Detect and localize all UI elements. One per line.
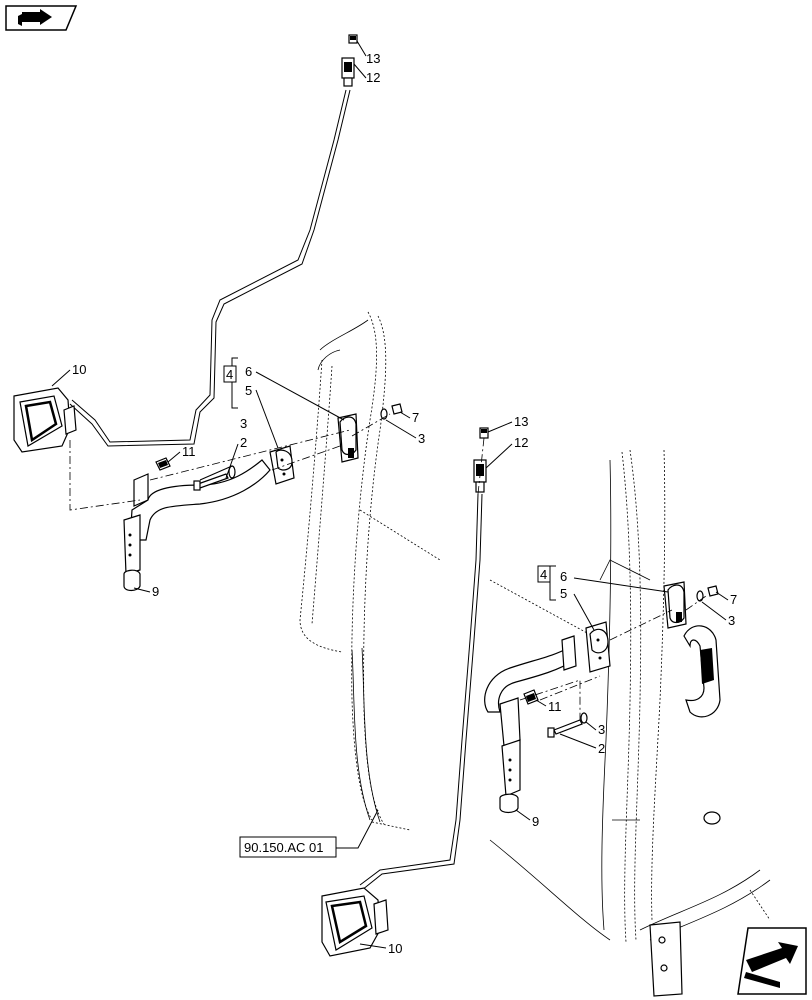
clamp-6-left: [337, 413, 359, 463]
previous-page-icon[interactable]: [5, 5, 78, 31]
callout-3-lower-right: 3: [728, 613, 735, 628]
callout-7-lower: 7: [730, 592, 737, 607]
callout-12-lower: 12: [514, 435, 528, 450]
callout-11-upper: 11: [182, 444, 196, 459]
reference-label: 90.150.AC 01: [244, 840, 324, 855]
callout-3-upper-left: 3: [240, 416, 247, 431]
wire-harness-right: [359, 493, 483, 891]
callout-13-upper: 13: [366, 51, 380, 66]
grab-handle-right: [683, 625, 721, 718]
callout-2-lower: 2: [598, 741, 605, 756]
callout-3-upper-right: 3: [418, 431, 425, 446]
clamp-5-right: [585, 621, 611, 673]
callout-3-lower-left: 3: [598, 722, 605, 737]
callout-6-upper: 6: [245, 364, 252, 379]
callout-5-upper: 5: [245, 383, 252, 398]
connector-13-lower: [479, 427, 489, 439]
mount-arm-right: [484, 635, 577, 814]
callout-5-lower: 5: [560, 586, 567, 601]
work-lamp-left: [13, 387, 77, 453]
callout-4-upper: 4: [226, 367, 233, 382]
next-page-icon[interactable]: [737, 927, 807, 995]
callout-labels: 13 12 10 4 6 5 7 3 3 2 11 9 13 12 4 6 5 …: [72, 51, 737, 956]
callout-10-lower: 10: [388, 941, 402, 956]
callout-6-lower: 6: [560, 569, 567, 584]
callout-12-upper: 12: [366, 70, 380, 85]
callout-9-upper: 9: [152, 584, 159, 599]
callout-10-upper: 10: [72, 362, 86, 377]
callout-7-upper: 7: [412, 410, 419, 425]
connector-13-upper: [348, 34, 358, 44]
nut-11-left: [155, 457, 171, 471]
bolt-2-left: [193, 465, 236, 491]
callout-4-lower: 4: [540, 567, 547, 582]
clamp-6-right: [663, 581, 687, 629]
reference-link[interactable]: 90.150.AC 01: [239, 836, 337, 858]
callout-leaders: [51, 40, 729, 949]
nut-11-right: [523, 689, 539, 705]
connector-12-upper: [341, 57, 355, 87]
mount-arm-left: [123, 459, 271, 592]
work-lamp-right: [321, 887, 389, 957]
wire-harness-left: [69, 89, 351, 447]
bolt-2-right: [547, 712, 588, 738]
screw-7-right: [707, 585, 719, 597]
callout-2-upper: 2: [240, 435, 247, 450]
clamp-5-left: [269, 445, 295, 485]
connector-12-lower: [473, 459, 487, 493]
callout-13-lower: 13: [514, 414, 528, 429]
cab-post-left: [299, 311, 441, 831]
washer-3-right: [696, 590, 704, 602]
callout-11-lower: 11: [548, 699, 562, 714]
screw-7-left: [391, 403, 403, 415]
cab-post-right: [489, 449, 771, 997]
callout-9-lower: 9: [532, 814, 539, 829]
